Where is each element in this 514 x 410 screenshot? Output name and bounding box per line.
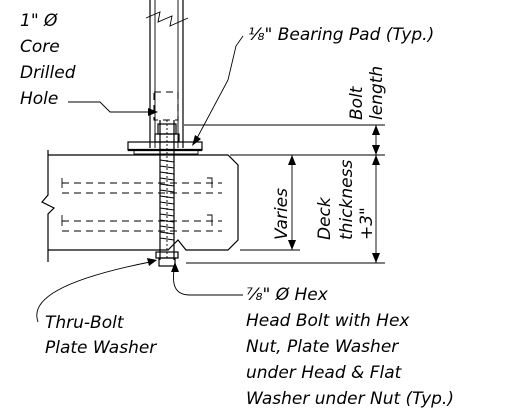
label-deck-thickness: Deck thickness +3": [315, 160, 377, 240]
hex-bolt-line-5: Washer under Nut (Typ.): [246, 389, 454, 409]
deck-thickness-line-2: thickness: [337, 160, 357, 240]
label-bolt-length: Bolt length: [347, 66, 387, 120]
bearing-plate: [127, 141, 203, 155]
hex-bolt-line-3: Nut, Plate Washer: [246, 337, 399, 357]
deck-thickness-line-1: Deck: [315, 196, 335, 240]
core-hole-line-3: Drilled: [20, 63, 76, 83]
label-thru-bolt: Thru-Bolt Plate Washer: [45, 313, 157, 358]
bolt-length-line-2: length: [367, 66, 387, 120]
thru-bolt-line-1: Thru-Bolt: [45, 313, 125, 333]
label-hex-bolt: ⅞" Ø Hex Head Bolt with Hex Nut, Plate W…: [246, 285, 454, 409]
core-hole-line-4: Hole: [20, 89, 58, 109]
bearing-pad-label: ⅛" Bearing Pad (Typ.): [248, 25, 434, 45]
deck-thickness-line-3: +3": [357, 207, 377, 240]
thru-bolt: [159, 120, 175, 260]
thru-bolt-line-2: Plate Washer: [45, 338, 157, 358]
varies-text: Varies: [272, 188, 292, 240]
column: [145, 0, 189, 148]
hex-bolt-line-1: ⅞" Ø Hex: [246, 285, 329, 305]
core-hole-line-2: Core: [20, 37, 60, 57]
core-hole-line-1: 1" Ø: [20, 11, 58, 31]
bolt-length-line-1: Bolt: [347, 85, 367, 120]
hex-bolt-line-4: under Head & Flat: [246, 363, 403, 383]
deck-section: [41, 150, 239, 262]
dimensions: [184, 124, 385, 264]
label-varies: Varies: [272, 188, 292, 240]
hex-bolt-line-2: Head Bolt with Hex: [246, 311, 410, 331]
leaders: [36, 35, 244, 323]
label-core-hole: 1" Ø Core Drilled Hole: [20, 11, 76, 109]
